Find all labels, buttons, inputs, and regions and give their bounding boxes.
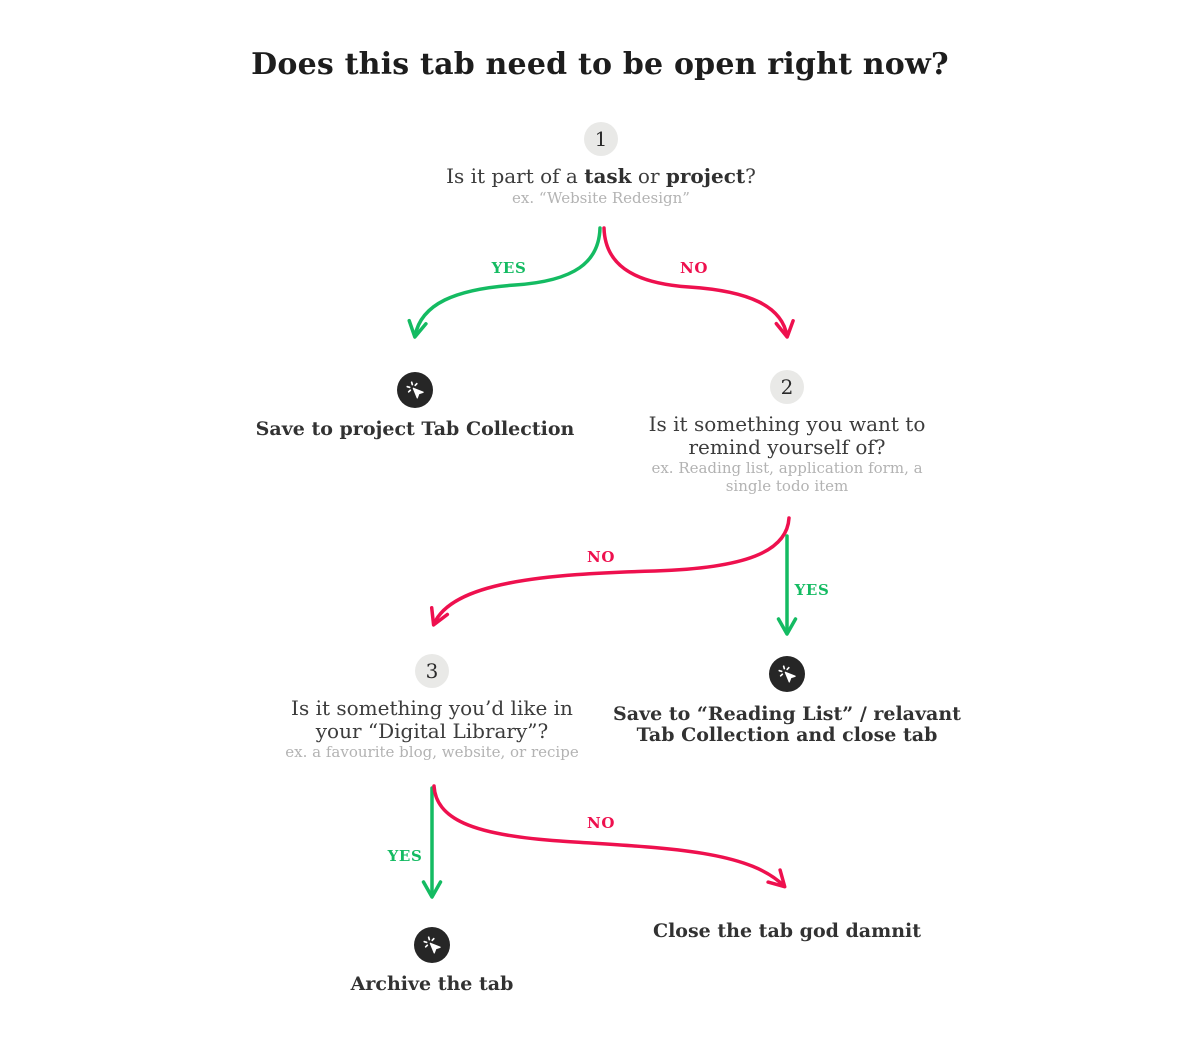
question-3-line1: Is it something you’d like in xyxy=(291,696,573,720)
edge-label-q3-no: NO xyxy=(587,814,615,832)
edge-label-q3-yes: YES xyxy=(387,847,423,865)
cursor-click-icon xyxy=(769,656,805,692)
step-number-3: 3 xyxy=(425,659,439,683)
edge-label-q1-no: NO xyxy=(680,259,708,277)
question-1-post: ? xyxy=(745,164,756,188)
question-2-hint-line1: ex. Reading list, application form, a xyxy=(651,459,923,477)
outcome-save-reading-list: Save to “Reading List” / relavant Tab Co… xyxy=(613,704,961,746)
question-2-line2: remind yourself of? xyxy=(688,435,886,459)
step-badge-1: 1 xyxy=(584,122,618,156)
question-2-hint: ex. Reading list, application form, a si… xyxy=(651,459,922,495)
question-3: Is it something you’d like in your “Digi… xyxy=(291,697,573,743)
edge-q1-yes xyxy=(407,226,602,339)
question-2-line1: Is it something you want to xyxy=(648,412,926,436)
edge-label-q2-yes: YES xyxy=(794,581,830,599)
outcome-save-reading-line2: Tab Collection and close tab xyxy=(636,724,938,746)
step-number-1: 1 xyxy=(594,127,608,151)
cursor-click-glyph xyxy=(777,664,796,683)
page-title: Does this tab need to be open right now? xyxy=(251,47,949,82)
question-2: Is it something you want to remind yours… xyxy=(649,413,926,459)
outcome-archive: Archive the tab xyxy=(350,973,514,995)
cursor-click-icon xyxy=(414,927,450,963)
edge-label-q1-yes: YES xyxy=(491,259,527,277)
question-1-mid: or xyxy=(631,164,666,188)
edge-q2-no xyxy=(429,516,791,627)
question-1-bold-task: task xyxy=(584,164,632,188)
step-number-2: 2 xyxy=(780,375,794,399)
edge-label-q2-no: NO xyxy=(587,548,615,566)
question-3-hint: ex. a favourite blog, website, or recipe xyxy=(285,743,579,761)
outcome-save-reading-line1: Save to “Reading List” / relavant xyxy=(613,703,961,725)
question-3-line2: your “Digital Library”? xyxy=(315,719,549,743)
cursor-click-glyph xyxy=(405,380,424,399)
edge-q1-no xyxy=(602,226,795,339)
step-badge-3: 3 xyxy=(415,654,449,688)
question-1-bold-project: project xyxy=(665,164,746,188)
cursor-click-glyph xyxy=(422,935,441,954)
cursor-click-icon xyxy=(397,372,433,408)
outcome-save-project: Save to project Tab Collection xyxy=(255,418,575,440)
question-2-hint-line2: single todo item xyxy=(725,477,849,495)
edge-q3-no xyxy=(432,784,787,889)
question-1-hint: ex. “Website Redesign” xyxy=(512,189,690,207)
question-1: Is it part of a task or project? xyxy=(446,165,756,188)
step-badge-2: 2 xyxy=(770,370,804,404)
outcome-close-tab: Close the tab god damnit xyxy=(652,920,922,942)
question-1-text: Is it part of a xyxy=(446,164,585,188)
